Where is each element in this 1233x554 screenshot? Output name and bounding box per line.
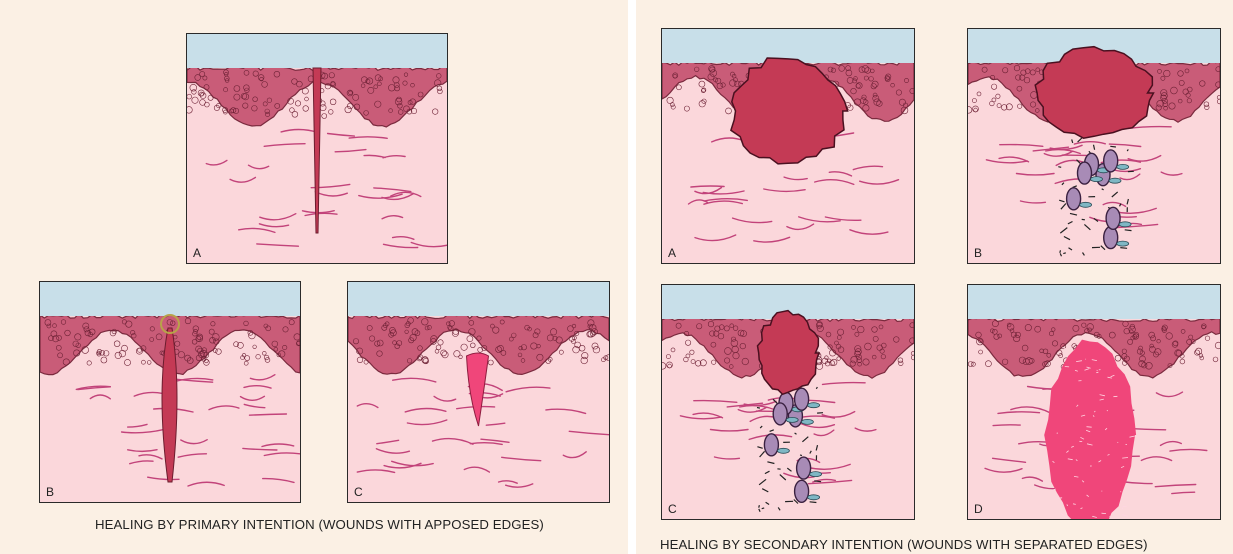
primary-panel-c: C bbox=[347, 281, 610, 503]
secondary-panel-c: C bbox=[661, 284, 915, 520]
macrophage-cell bbox=[808, 403, 820, 408]
macrophage-cell bbox=[1117, 164, 1129, 169]
primary-panel-b-illustration bbox=[40, 282, 300, 502]
secondary-intention-figure: A B C D bbox=[636, 0, 1233, 554]
secondary-panel-b-illustration bbox=[968, 29, 1220, 263]
collagen-fiber bbox=[993, 425, 1020, 426]
scar-fiber bbox=[1122, 508, 1123, 509]
capillary-loop bbox=[795, 388, 809, 410]
fibroblast-strand bbox=[800, 455, 802, 456]
capillary-loop bbox=[1067, 188, 1081, 210]
primary-caption: HEALING BY PRIMARY INTENTION (WOUNDS WIT… bbox=[95, 517, 544, 532]
secondary-panel-a-illustration bbox=[662, 29, 914, 263]
fibroblast-strand bbox=[762, 508, 765, 509]
capillary-loop bbox=[764, 434, 778, 456]
surface-air bbox=[662, 29, 914, 63]
surface-air bbox=[348, 282, 609, 316]
scar-fiber bbox=[1087, 427, 1092, 428]
primary-panel-b: B bbox=[39, 281, 301, 503]
macrophage-cell bbox=[1117, 241, 1129, 246]
capillary-loop bbox=[1104, 227, 1118, 249]
secondary-panel-a: A bbox=[661, 28, 915, 264]
macrophage-cell bbox=[786, 417, 798, 422]
secondary-panel-d: D bbox=[967, 284, 1221, 520]
macrophage-cell bbox=[808, 495, 820, 500]
primary-intention-figure: A B C HEALING BY PRIMARY INTENTION (WOUN… bbox=[0, 0, 628, 554]
capillary-loop bbox=[1106, 207, 1120, 229]
scar-fiber bbox=[1107, 410, 1108, 411]
surface-air bbox=[187, 34, 447, 68]
macrophage-cell bbox=[1091, 177, 1103, 182]
fibroblast-strand bbox=[759, 505, 760, 508]
secondary-panel-d-illustration bbox=[968, 285, 1220, 519]
scar-fiber bbox=[1096, 372, 1098, 373]
panel-label: B bbox=[46, 485, 54, 499]
macrophage-cell bbox=[1119, 222, 1131, 227]
panel-label: C bbox=[354, 485, 363, 499]
fibroblast-strand bbox=[757, 408, 760, 409]
secondary-panel-c-illustration bbox=[662, 285, 914, 519]
macrophage-cell bbox=[1080, 202, 1092, 207]
macrophage-cell bbox=[1109, 178, 1121, 183]
panel-label: A bbox=[193, 246, 201, 260]
macrophage-cell bbox=[777, 448, 789, 453]
fibroblast-strand bbox=[1120, 248, 1127, 249]
panel-label: D bbox=[974, 502, 983, 516]
fibroblast-strand bbox=[1060, 250, 1061, 253]
panel-label: C bbox=[668, 502, 677, 516]
secondary-caption: HEALING BY SECONDARY INTENTION (WOUNDS W… bbox=[660, 537, 1148, 552]
capillary-loop bbox=[773, 403, 787, 425]
fibroblast-strand bbox=[1110, 146, 1116, 147]
scar-fiber bbox=[1097, 370, 1098, 371]
fibroblast-strand bbox=[1058, 167, 1061, 168]
panel-label: B bbox=[974, 246, 982, 260]
primary-panel-a: A bbox=[186, 33, 448, 264]
surface-air bbox=[40, 282, 300, 316]
primary-panel-c-illustration bbox=[348, 282, 609, 502]
capillary-loop bbox=[1078, 162, 1092, 184]
capillary-loop bbox=[795, 480, 809, 502]
fibroblast-strand bbox=[814, 481, 821, 482]
surface-air bbox=[968, 285, 1220, 319]
macrophage-cell bbox=[810, 472, 822, 477]
fibroblast-strand bbox=[1125, 230, 1132, 231]
fibroblast-strand bbox=[810, 502, 817, 503]
panel-label: A bbox=[668, 246, 676, 260]
capillary-loop bbox=[1104, 150, 1118, 172]
fibroblast-strand bbox=[1063, 253, 1066, 254]
capillary-loop bbox=[797, 457, 811, 479]
macrophage-cell bbox=[801, 419, 813, 424]
primary-panel-a-illustration bbox=[187, 34, 447, 263]
secondary-panel-b: B bbox=[967, 28, 1221, 264]
